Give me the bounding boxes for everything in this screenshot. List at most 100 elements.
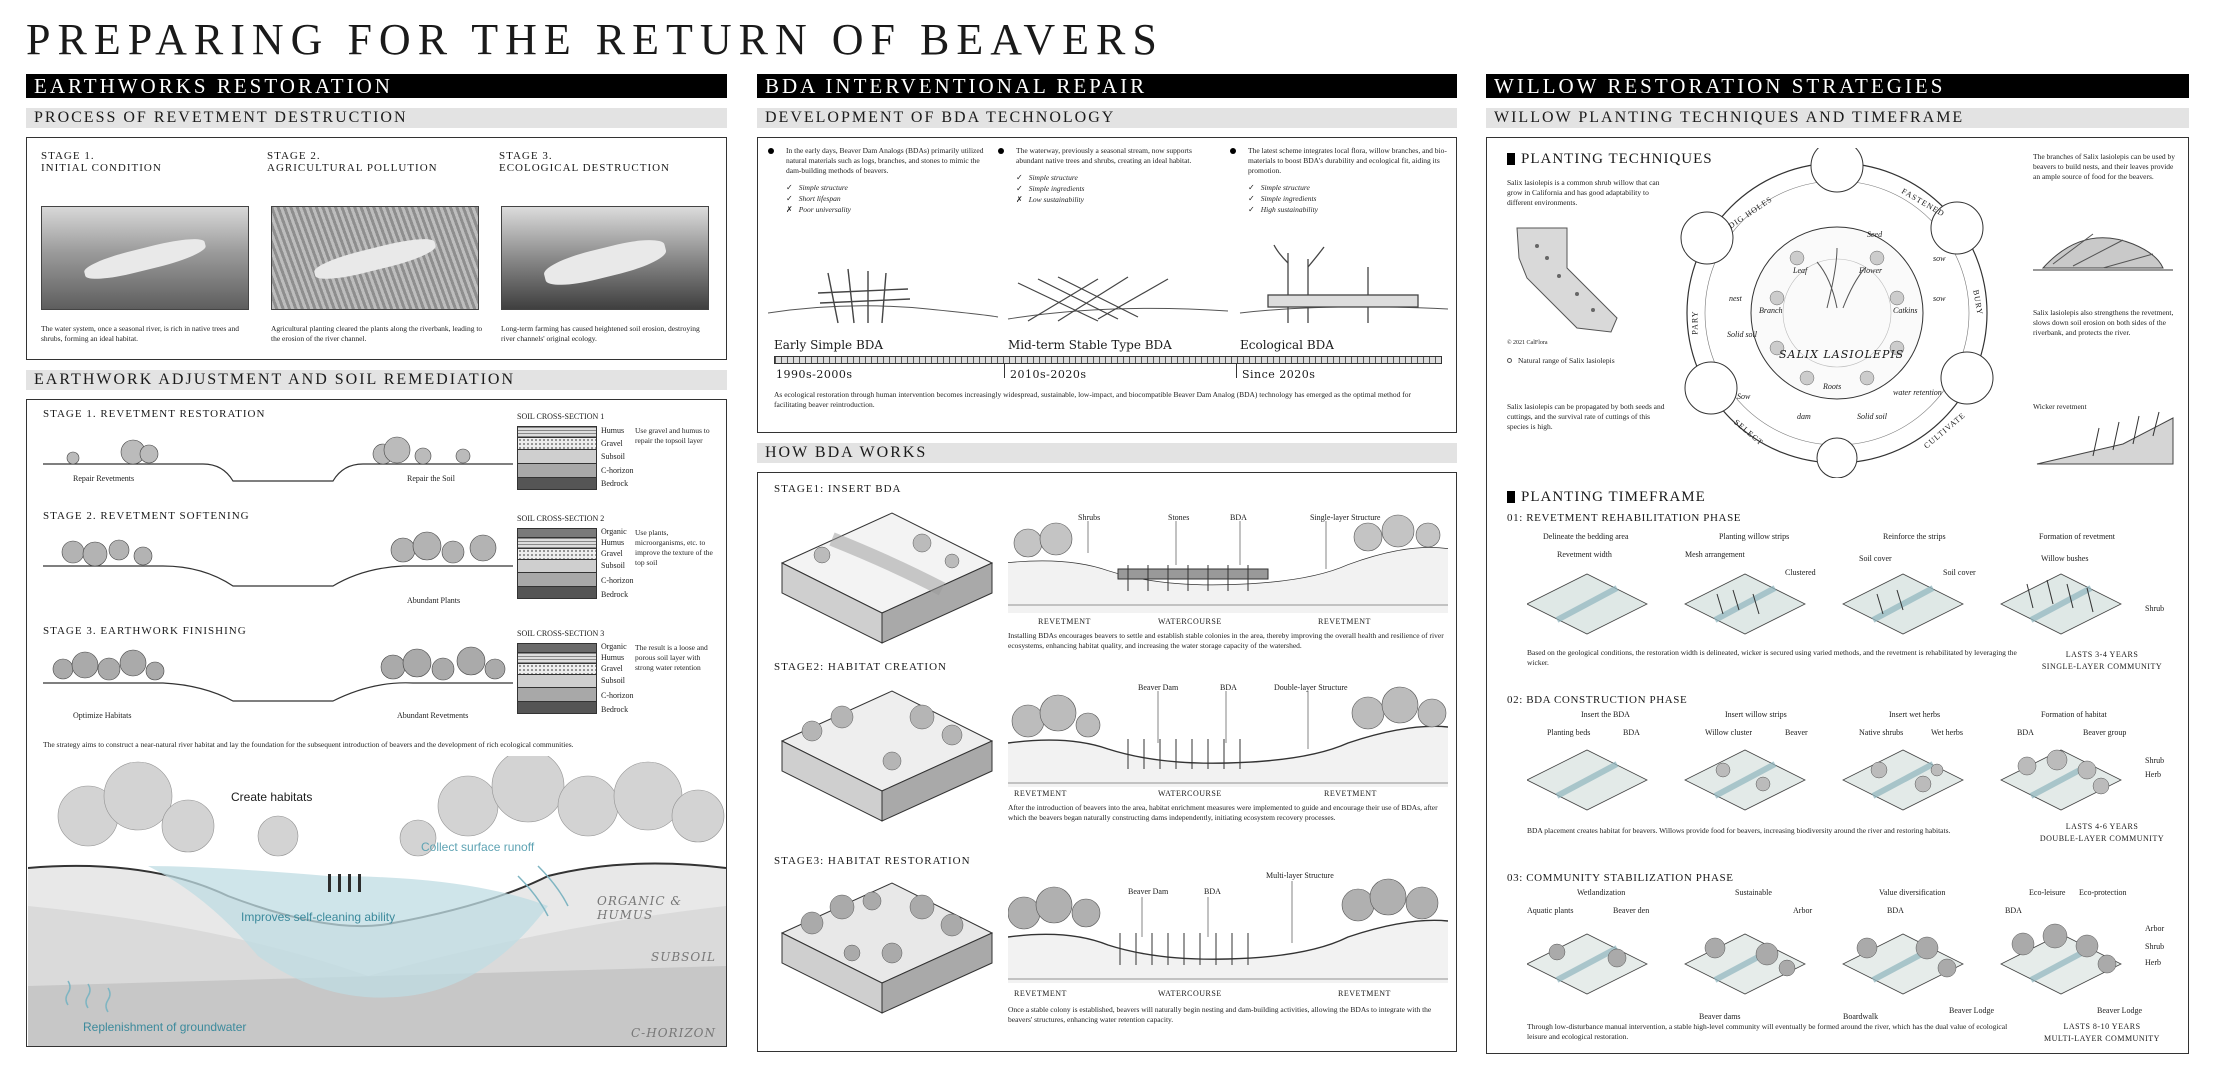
callout: Planting beds [1547, 728, 1591, 737]
destruction-panel: STAGE 1. INITIAL CONDITION The water sys… [26, 137, 727, 360]
bda-development-panel: In the early days, Beaver Dam Analogs (B… [757, 137, 1457, 433]
dev-text: In the early days, Beaver Dam Analogs (B… [786, 146, 984, 175]
phase-2-blocks [1527, 749, 2122, 811]
revetment-destruction-subheader: PROCESS OF REVETMENT DESTRUCTION [26, 108, 727, 128]
column-bda: BDA INTERVENTIONAL REPAIR DEVELOPMENT OF… [757, 74, 1457, 1052]
how-stage-1: STAGE1: INSERT BDA Shrubs Stones BDA Sin [758, 473, 1456, 661]
wicker-revetment-sketch [2036, 411, 2174, 465]
planting-techniques-title: PLANTING TECHNIQUES [1521, 151, 1713, 167]
how-stage-title: STAGE2: HABITAT CREATION [774, 661, 947, 673]
callout: Willow cluster [1705, 728, 1752, 737]
watercourse: WATERCOURSE [1158, 617, 1222, 626]
iso-block-1 [780, 512, 994, 644]
feature-label: Simple structure [798, 182, 848, 192]
callout: Beaver group [2083, 728, 2127, 737]
callout: Soil cover [1859, 554, 1892, 563]
step-label: Value diversification [1879, 888, 1946, 897]
step-label: Insert willow strips [1725, 710, 1787, 719]
collect-runoff-label: Collect surface runoff [421, 840, 535, 854]
callout: Shrub [2145, 604, 2165, 613]
layer-c-horizon: C-horizon [601, 466, 634, 475]
california-map [1516, 227, 1618, 333]
create-habitats-label: Create habitats [231, 790, 313, 804]
layer-subsoil: Subsoil [601, 561, 626, 570]
subsoil-label: SUBSOIL [651, 950, 716, 964]
phase-community: DOUBLE-LAYER COMMUNITY [2039, 834, 2165, 843]
cross-section-title: SOIL CROSS-SECTION 1 [517, 412, 605, 421]
phase-description: Based on the geological conditions, the … [1527, 648, 2017, 667]
feature-label: Low sustainability [1028, 194, 1084, 204]
item-roots: Roots [1823, 382, 1842, 391]
destruction-stage-1: STAGE 1. INITIAL CONDITION [41, 150, 251, 174]
stage-name: ECOLOGICAL DESTRUCTION [499, 162, 670, 174]
timeline-divider [1236, 364, 1237, 378]
stage-1-photo [41, 206, 249, 310]
callout: Boardwalk [1843, 1012, 1879, 1021]
phase-duration: LASTS 3-4 YEARS [2065, 650, 2139, 659]
check-icon: ✓ [1248, 194, 1255, 203]
map-legend-text: Natural range of Salix lasiolepis [1518, 356, 1615, 365]
cross-section-title: SOIL CROSS-SECTION 3 [517, 629, 605, 638]
step-label: Formation of habitat [2041, 710, 2107, 719]
timeline-divider [1004, 364, 1005, 378]
mid-bda-name: Mid-term Stable Type BDA [1008, 338, 1172, 352]
layer-c-horizon: C-horizon [601, 691, 634, 700]
check-icon: ✓ [786, 194, 793, 203]
adjust-stage-1: STAGE 1. REVETMENT RESTORATION Repair Re… [27, 400, 727, 500]
feature-label: Poor universality [798, 204, 851, 214]
cross-section-3 [517, 643, 597, 714]
check-icon: ✓ [1016, 184, 1023, 193]
cross-section-1 [517, 426, 597, 490]
callout-stones: Stones [1168, 513, 1190, 522]
willow-panel: PLANTING TECHNIQUES Salix lasiolepis is … [1486, 137, 2189, 1054]
revetment-right: REVETMENT [1338, 989, 1391, 998]
step-label: Insert the BDA [1581, 710, 1630, 719]
cross-section-title: SOIL CROSS-SECTION 2 [517, 514, 605, 523]
item-dam: dam [1797, 412, 1811, 421]
how-bda-works-subheader: HOW BDA WORKS [757, 443, 1457, 463]
dev-stage-early: In the early days, Beaver Dam Analogs (B… [768, 146, 988, 215]
callout: Aquatic plants [1527, 906, 1574, 915]
column-willow: WILLOW RESTORATION STRATEGIES WILLOW PLA… [1486, 74, 2189, 1054]
bda-evolution-sketch [768, 244, 1448, 324]
bda-header: BDA INTERVENTIONAL REPAIR [757, 74, 1457, 98]
callout: Beaver [1785, 728, 1808, 737]
step-label: Sustainable [1735, 888, 1772, 897]
callout-beaver-dam: Beaver Dam [1138, 683, 1179, 692]
item-sow: sow [1933, 254, 1946, 263]
section-sketch-1 [43, 436, 513, 482]
river-habitat-section [28, 756, 726, 1046]
phase-title: 02: BDA CONSTRUCTION PHASE [1507, 694, 1688, 706]
step-label: Formation of revetment [2039, 532, 2115, 541]
earthwork-adjustment-subheader: EARTHWORK ADJUSTMENT AND SOIL REMEDIATIO… [26, 370, 727, 390]
stage-name: INITIAL CONDITION [41, 162, 162, 174]
willow-techniques-subheader: WILLOW PLANTING TECHNIQUES AND TIMEFRAME [1486, 108, 2189, 128]
stage-3-photo [501, 206, 709, 310]
check-icon: ✓ [1016, 173, 1023, 182]
abundant-revetments-label: Abundant Revetments [397, 711, 469, 720]
layer-organic: Organic [601, 642, 627, 651]
phase-1-blocks [1527, 573, 2122, 635]
stage-number: STAGE 1. [41, 150, 95, 162]
adjust-stage-title: STAGE 3. EARTHWORK FINISHING [43, 625, 247, 637]
item-solid-soil: Solid soil [1857, 412, 1888, 421]
phase-duration: LASTS 8-10 YEARS [2063, 1022, 2141, 1031]
callout: Arbor [1793, 906, 1813, 915]
callout: Shrub [2145, 942, 2165, 951]
layer-gravel: Gravel [601, 439, 623, 448]
callout: Willow bushes [2041, 554, 2089, 563]
adjust-stage-description: Use plants, microorganisms, etc. to impr… [635, 528, 713, 567]
step-label: Insert wet herbs [1889, 710, 1941, 719]
watercourse: WATERCOURSE [1158, 989, 1222, 998]
check-icon: ✓ [786, 183, 793, 192]
stage-number: STAGE 2. [267, 150, 321, 162]
cross-icon: ✗ [786, 205, 793, 214]
revetment-right: REVETMENT [1324, 789, 1377, 798]
ring-pary: PARY [1690, 310, 1700, 335]
how-stage-description: After the introduction of beavers into t… [1008, 803, 1438, 822]
item-branch: Branch [1759, 306, 1783, 315]
stage-2-photo [271, 206, 479, 310]
wheel-center-label: SALIX LASIOLEPIS [1779, 348, 1905, 361]
timeline-mid: 2010s-2020s [1010, 368, 1087, 381]
feature-label: Short lifespan [798, 193, 841, 203]
